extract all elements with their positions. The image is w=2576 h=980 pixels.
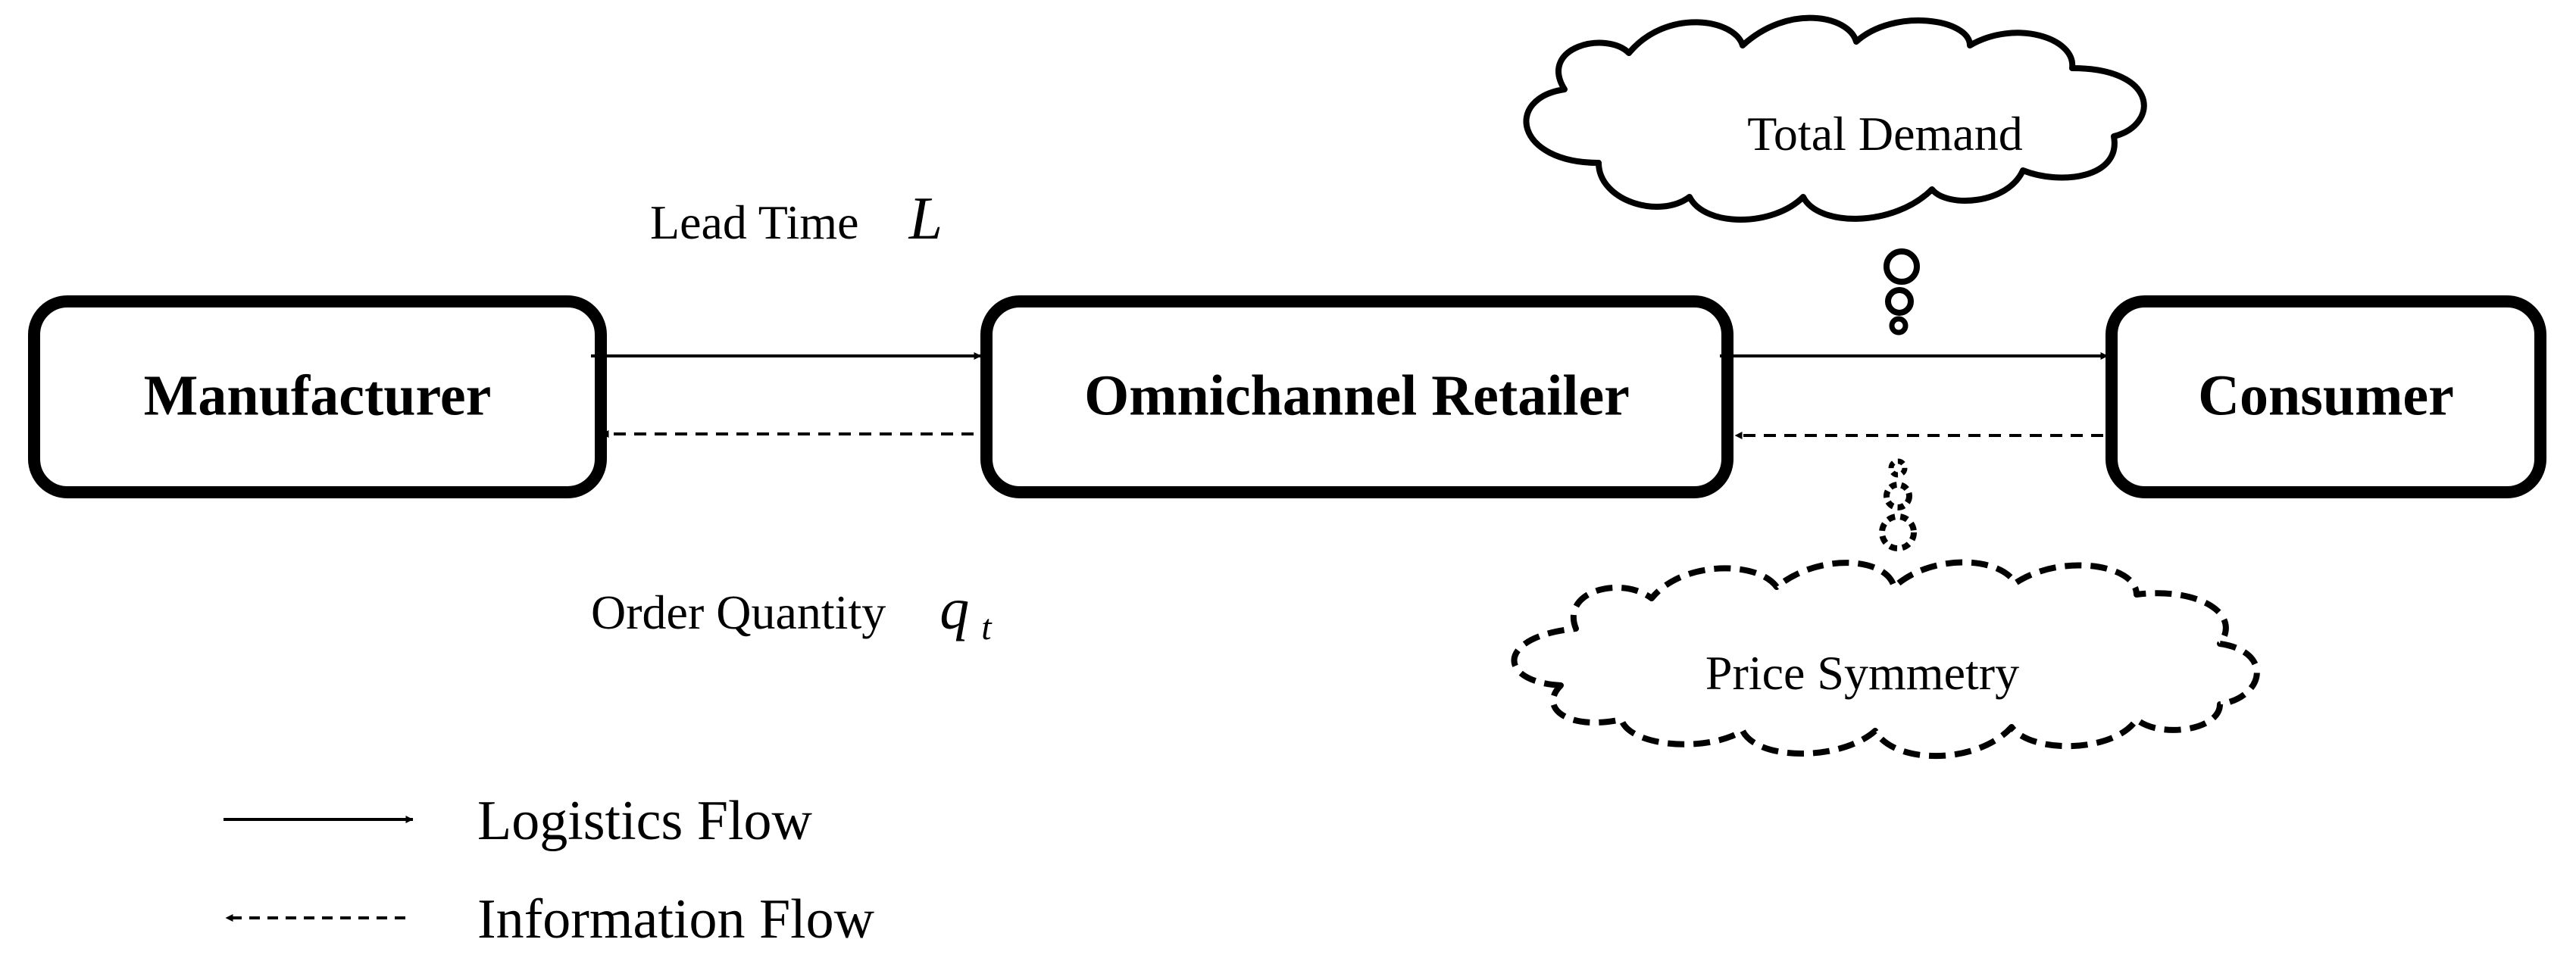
consumer-box [2106, 295, 2546, 498]
dashed-thought-bubble-large [1879, 513, 1917, 551]
thought-bubble-small [1889, 316, 1909, 336]
manufacturer-box [28, 295, 607, 498]
legend: Logistics Flow Information Flow [224, 790, 875, 950]
order-quantity-text: Order Quantity [591, 585, 886, 639]
lead-time-text: Lead Time [650, 195, 859, 249]
thought-bubble-large [1884, 248, 1920, 285]
price-symmetry-label: Price Symmetry [1705, 646, 2019, 700]
order-quantity-label: Order Quantity q t [591, 576, 993, 648]
dashed-thought-bubble-small [1888, 458, 1908, 478]
lead-time-symbol: L [908, 186, 943, 252]
consumer-label: Consumer [2198, 364, 2454, 427]
retailer-box [980, 295, 1733, 498]
manufacturer-label: Manufacturer [144, 364, 492, 427]
retailer-label: Omnichannel Retailer [1084, 364, 1630, 427]
dashed-thought-bubble-medium [1884, 482, 1912, 510]
total-demand-label: Total Demand [1747, 107, 2022, 161]
thought-bubble-medium [1885, 287, 1914, 316]
consumer-node: Consumer [2106, 295, 2546, 498]
total-demand-cloud: Total Demand [1523, 14, 2147, 223]
order-quantity-subscript: t [981, 607, 993, 648]
total-demand-thought-bubbles [1884, 248, 1920, 336]
price-symmetry-cloud-shape [1511, 559, 2260, 760]
legend-information-label: Information Flow [477, 888, 875, 950]
price-symmetry-thought-bubbles [1879, 458, 1917, 551]
legend-logistics-label: Logistics Flow [477, 790, 813, 852]
order-quantity-symbol: q [939, 576, 969, 641]
price-symmetry-cloud: Price Symmetry [1511, 559, 2260, 760]
total-demand-cloud-shape [1523, 14, 2147, 223]
manufacturer-node: Manufacturer [28, 295, 607, 498]
lead-time-label: Lead Time L [650, 186, 943, 252]
retailer-node: Omnichannel Retailer [980, 295, 1733, 498]
